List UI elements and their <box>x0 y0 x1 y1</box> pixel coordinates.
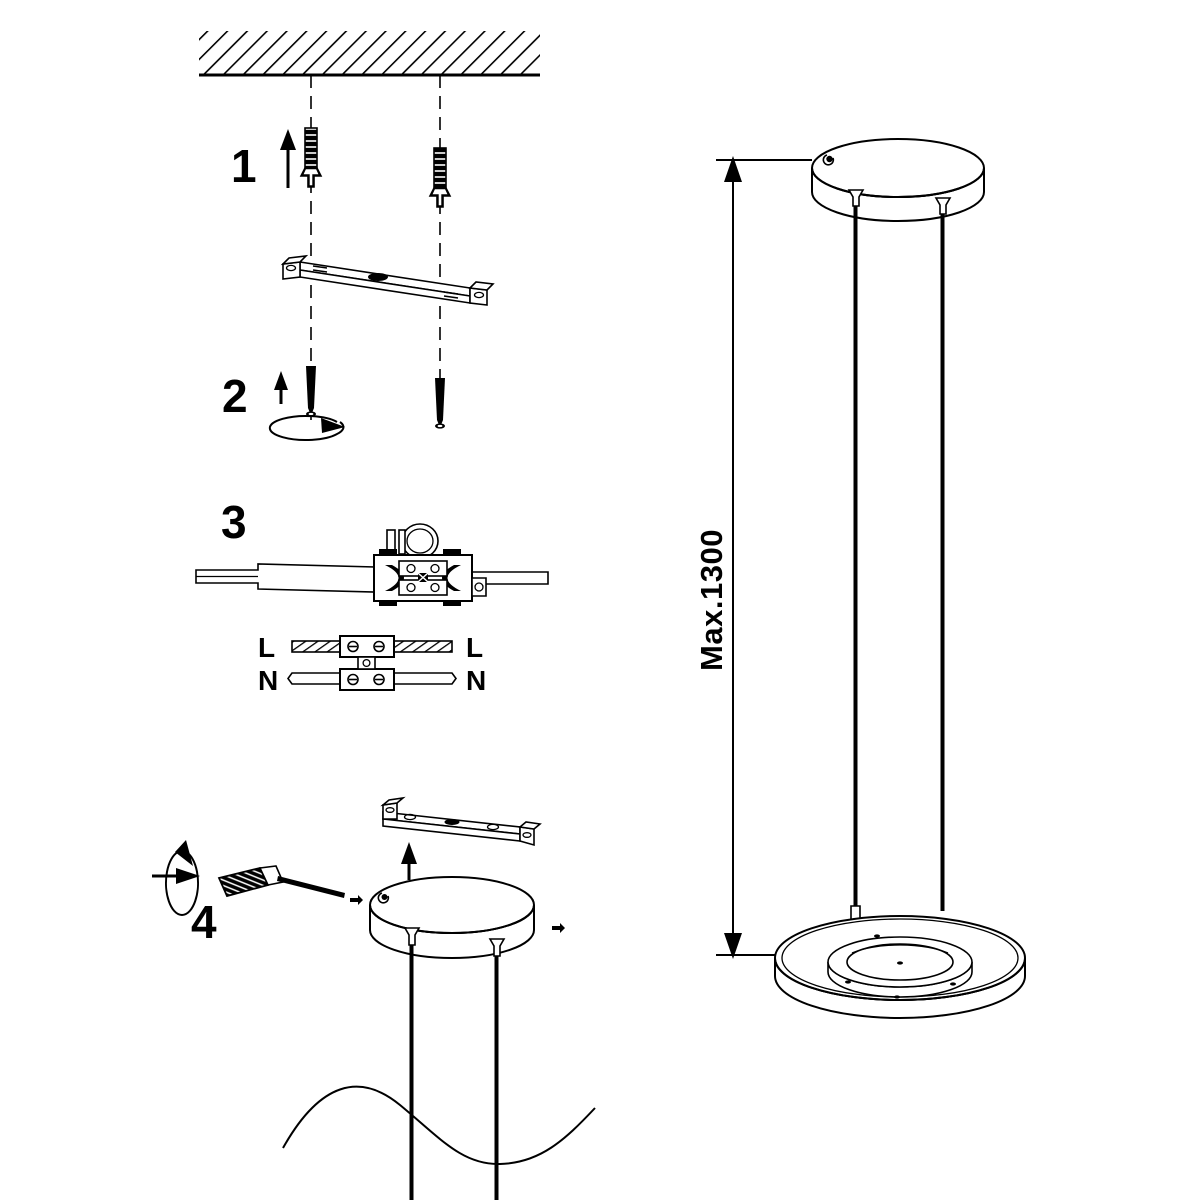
up-arrow-step4 <box>401 842 417 880</box>
step-2-number: 2 <box>222 370 248 422</box>
up-arrow-step2 <box>274 371 288 404</box>
wiring-schematic: L N L N <box>258 632 486 696</box>
screw-left <box>306 366 316 417</box>
step-3-number: 3 <box>221 496 247 548</box>
set-screw-right <box>552 923 565 933</box>
step-1-number: 1 <box>231 140 257 192</box>
wiring-label-right-neutral: N <box>466 665 486 696</box>
rotation-arrow-step2 <box>268 415 345 441</box>
wiring-label-right-live: L <box>466 632 483 663</box>
assembled-view-group: Max.1300 <box>694 138 1026 1019</box>
step-1-group: 1 <box>199 31 540 420</box>
wall-plug-left <box>299 127 323 188</box>
screwdriver <box>217 865 345 898</box>
suspension-cables-step4 <box>409 945 499 1200</box>
dimension-label: Max.1300 <box>694 529 729 671</box>
terminal-connector-box <box>373 523 487 606</box>
ceiling-canopy-assembled <box>811 138 985 222</box>
step-4-number: 4 <box>191 896 217 948</box>
up-arrow-step1 <box>280 129 296 188</box>
screw-right <box>435 378 445 429</box>
step-3-group: L N L N 3 <box>195 496 549 696</box>
step-4-group: 4 <box>152 796 596 1200</box>
mounting-bracket-step1 <box>280 254 495 306</box>
dimension-arrow <box>724 156 742 959</box>
suspension-cables-assembled <box>853 206 945 911</box>
ceiling-hatch <box>199 31 540 77</box>
wiring-label-left-neutral: N <box>258 665 278 696</box>
step-2-group: 2 <box>222 366 445 441</box>
wiring-label-left-live: L <box>258 632 275 663</box>
break-line <box>282 1085 596 1166</box>
wire-left <box>195 563 376 593</box>
pendant-lamp-disc <box>774 905 1026 1019</box>
set-screw-left <box>350 895 363 905</box>
rotation-arrow-step4 <box>152 840 200 916</box>
wall-plug-right <box>428 147 452 208</box>
mounting-bracket-step4 <box>380 796 542 847</box>
ceiling-canopy-step4 <box>369 876 535 959</box>
